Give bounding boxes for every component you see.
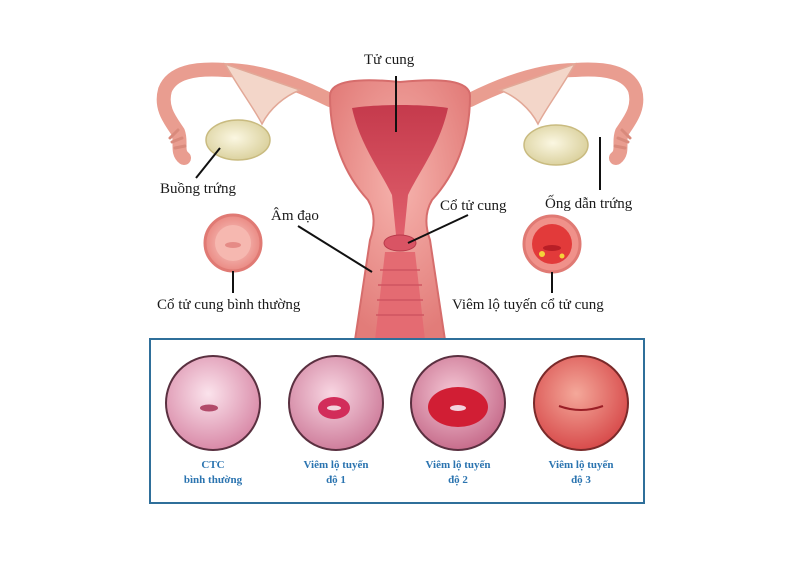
label-uterus: Tử cung (364, 52, 415, 68)
normal-cervix-inset (203, 213, 263, 273)
stage-2-image (410, 355, 506, 451)
stage-1-image (288, 355, 384, 451)
left-ovary (205, 119, 271, 161)
label-normal-cervix: Cổ tử cung bình thường (157, 297, 301, 313)
uterine-cavity (352, 105, 448, 235)
stage-3-image (533, 355, 629, 451)
left-fallopian-tube (156, 62, 337, 165)
label-vagina: Âm đạo (271, 208, 319, 224)
label-fallopian-tube: Ống dẫn trứng (545, 196, 633, 212)
stage-normal-image (165, 355, 261, 451)
label-ovary: Buồng trứng (160, 181, 237, 197)
label-ectropion-cervix: Viêm lộ tuyến cổ tử cung (452, 297, 604, 313)
uterus-illustration (156, 62, 644, 340)
label-cervix: Cổ tử cung (440, 198, 507, 214)
right-ovary (523, 124, 589, 166)
vaginal-canal (375, 252, 425, 340)
stages-illustrations (165, 355, 629, 451)
leader-lines (195, 76, 601, 293)
ectropion-cervix-inset (522, 214, 582, 274)
cervix-opening (383, 234, 417, 252)
right-fallopian-tube (463, 62, 644, 165)
